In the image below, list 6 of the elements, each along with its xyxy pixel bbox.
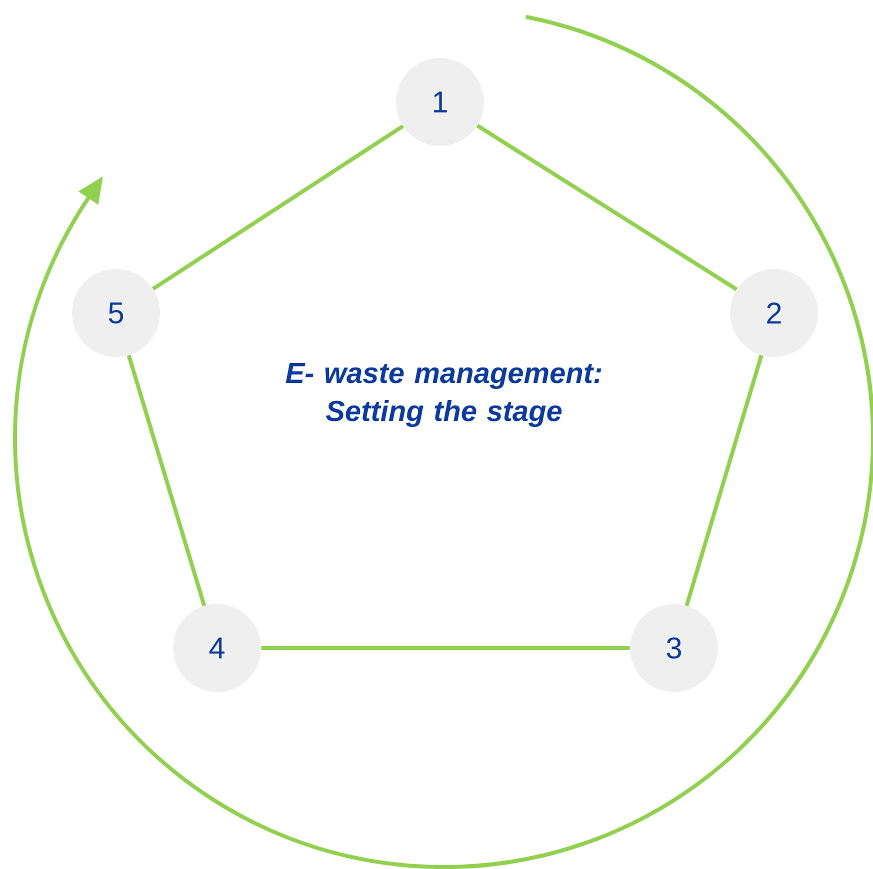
connector-line: [684, 354, 764, 606]
connector-line: [476, 124, 738, 292]
connector-line: [152, 124, 404, 291]
connector-line: [261, 646, 630, 650]
center-title: E- waste management: Setting the stage: [286, 363, 602, 427]
connector-line: [126, 354, 206, 606]
